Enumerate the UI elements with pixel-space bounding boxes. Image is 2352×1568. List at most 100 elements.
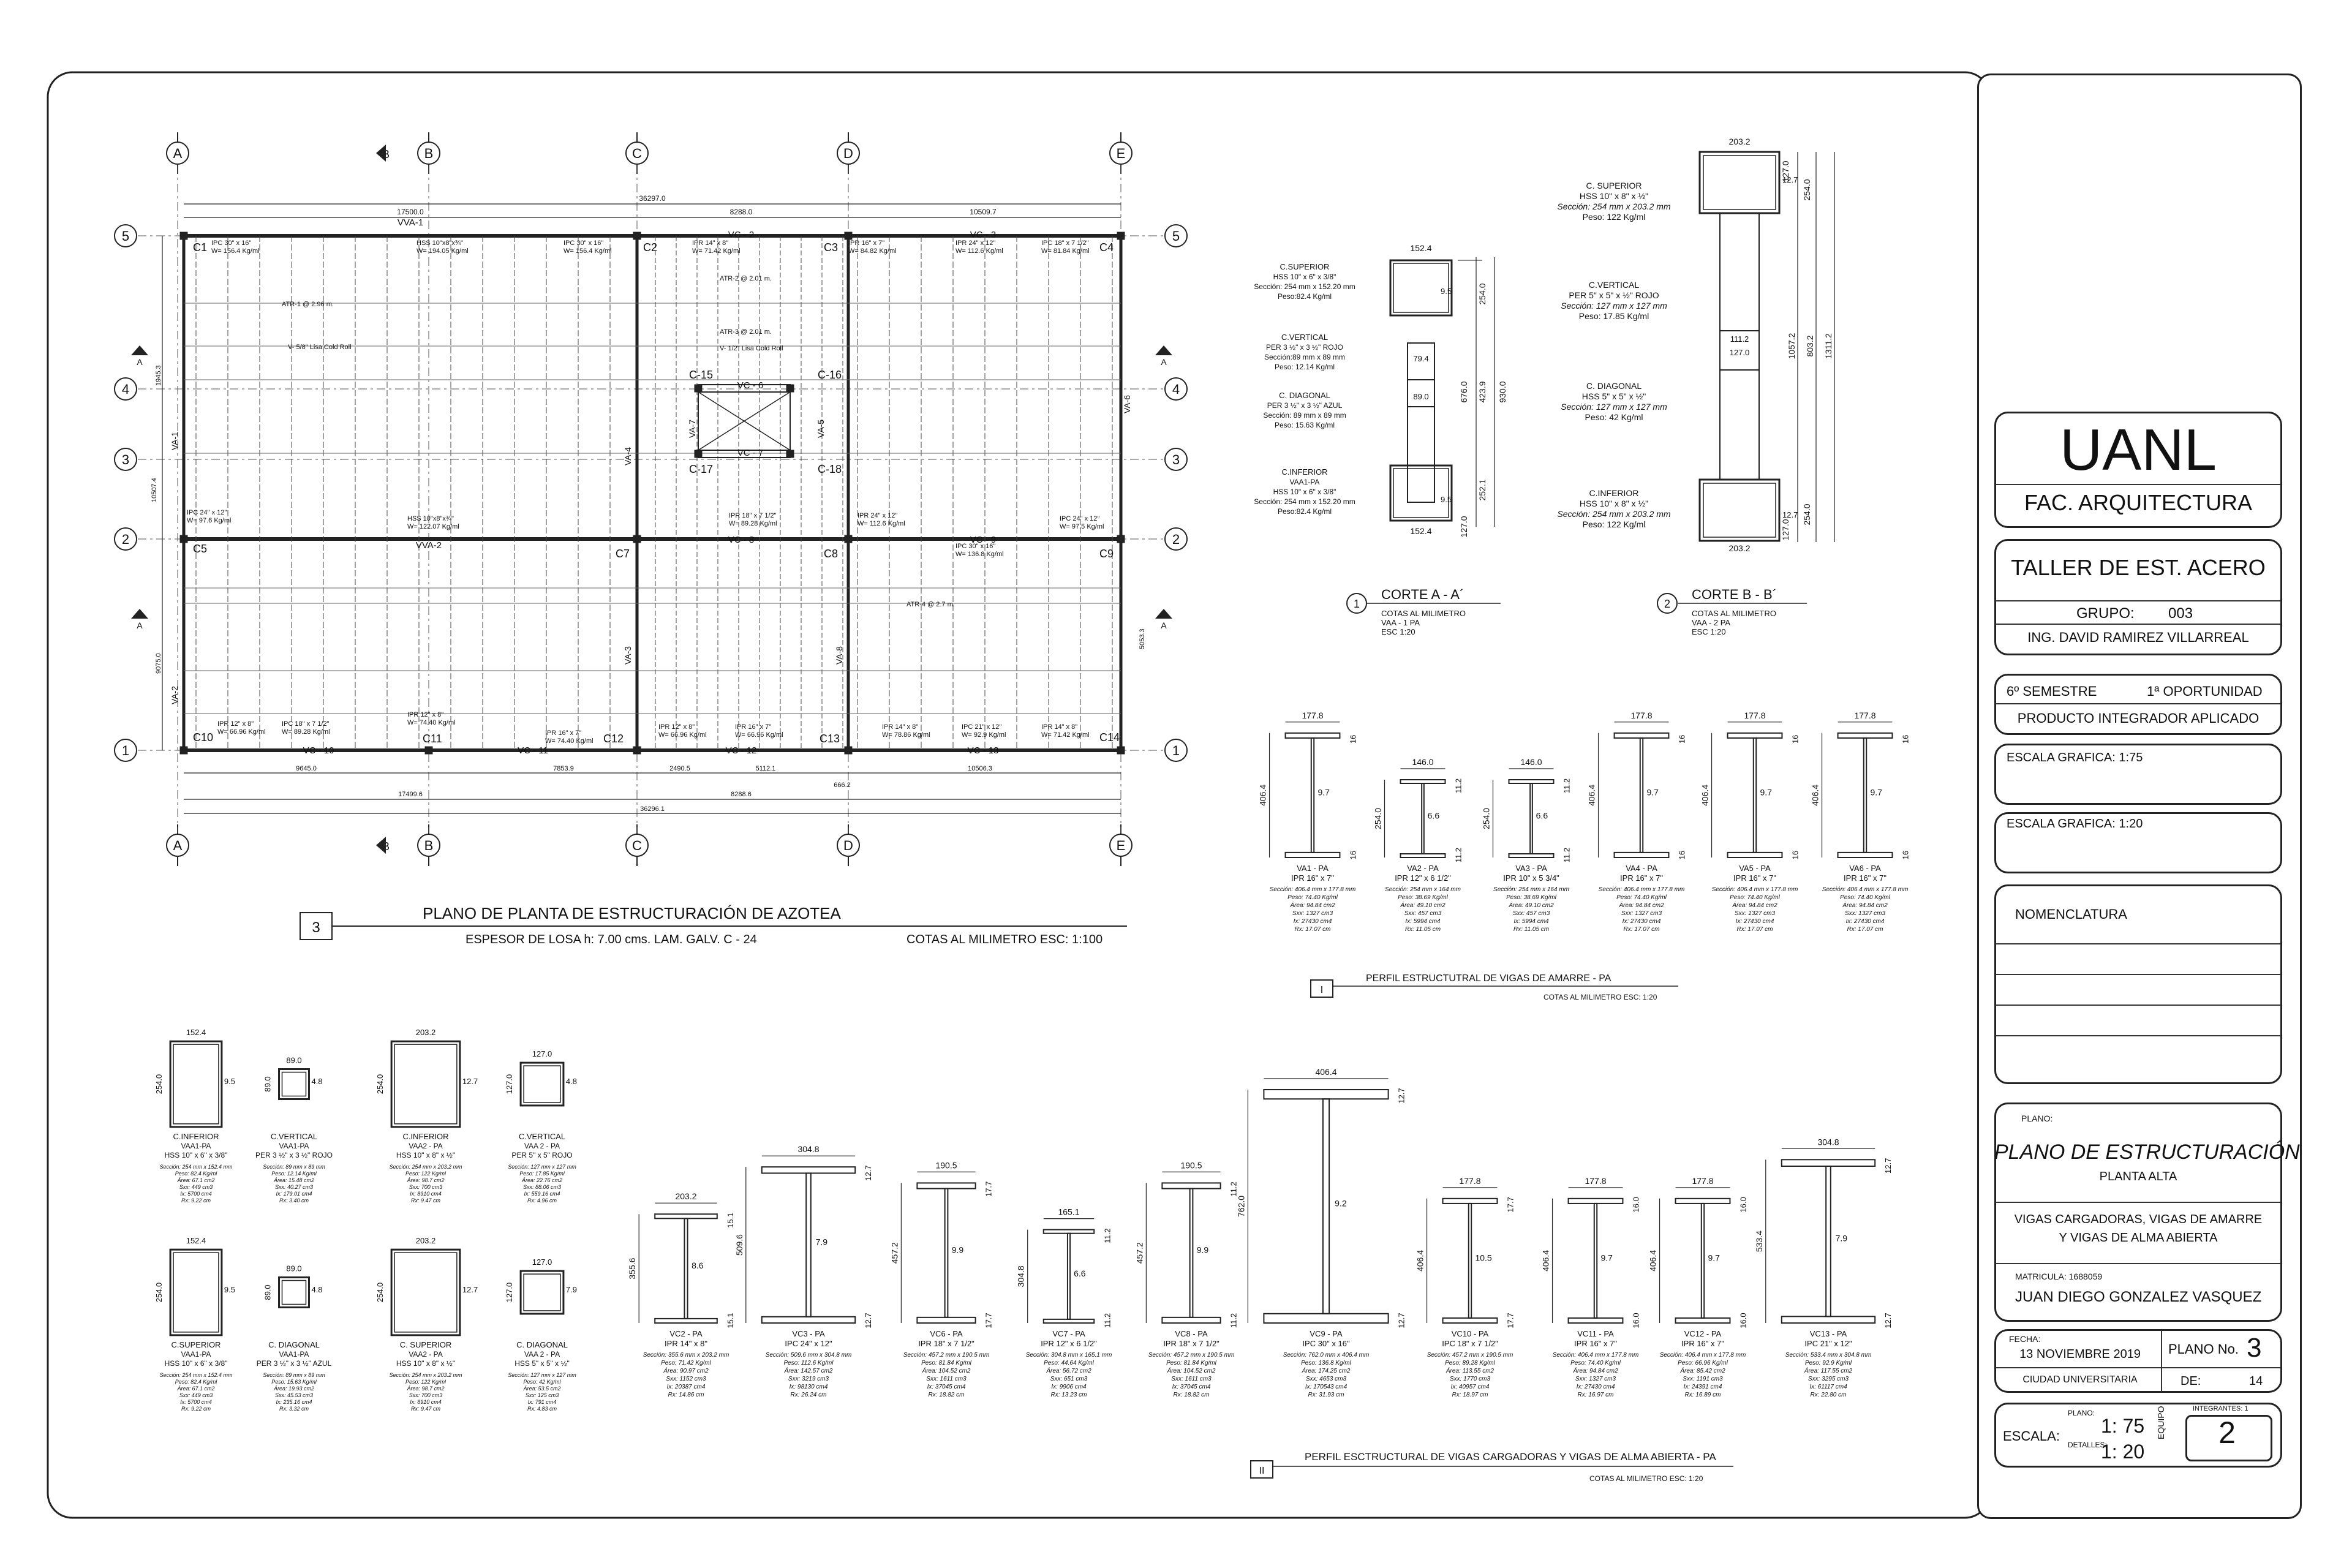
dim-text: 930.0 <box>1498 381 1507 402</box>
plano-title: PLANO DE ESTRUCTURACIÓN <box>1994 1140 2300 1164</box>
box-name: C.VERTICAL <box>519 1132 565 1141</box>
profile-prop: Ix: 27430 cm4 <box>1577 1384 1615 1390</box>
axis-letter: A <box>173 146 183 161</box>
dim-web: 9.7 <box>1600 1253 1613 1262</box>
teacher-name: ING. DAVID RAMIREZ VILLARREAL <box>2027 630 2249 645</box>
box-spec: VAA 2 - PA <box>524 1350 560 1359</box>
dim-text: 203.2 <box>1728 137 1750 146</box>
divider <box>1996 484 2281 485</box>
member-spec: HSS 10" x 8" x ½" <box>1580 499 1648 508</box>
beam-weight: W= 66.96 Kg/ml <box>658 731 707 739</box>
profile-prop: Sxx: 1152 cm3 <box>666 1376 706 1382</box>
box-prop: Sección: 254 mm x 152.4 mm <box>159 1164 233 1170</box>
box-prop: Rx: 9.22 cm <box>181 1197 211 1204</box>
dim-flange: 11.2 <box>1454 778 1463 793</box>
tube-inner <box>281 1280 307 1305</box>
dim-width: 177.8 <box>1854 710 1875 720</box>
beam-weight: W= 74.40 Kg/ml <box>545 737 594 745</box>
divider <box>1996 1202 2281 1203</box>
section-title: CORTE A - A´ <box>1381 587 1464 602</box>
tube-outer <box>278 1276 310 1308</box>
member-name: C.INFERIOR <box>1281 467 1327 477</box>
profile-name: VC11 - PA <box>1577 1329 1614 1338</box>
beam-name: VC - 6 <box>737 380 764 391</box>
web <box>1189 1188 1194 1318</box>
axis-bubble-B: B <box>417 824 440 866</box>
dim-web: 6.6 <box>1428 811 1440 821</box>
beam-weight: W= 194.05 Kg/ml <box>417 247 469 255</box>
profile-prop: Sxx: 1611 cm3 <box>926 1376 967 1382</box>
dim-text: 17499.6 <box>398 791 423 798</box>
beam-name: VC - 3 <box>970 230 997 240</box>
bottom-flange <box>916 1316 976 1324</box>
vertical-section <box>1407 379 1435 407</box>
section-mark: A <box>1161 620 1167 630</box>
fecha-label: FECHA: <box>2009 1334 2041 1344</box>
column <box>179 746 188 755</box>
seal-text-path: FACULTAD DE ARQUITECTURA <box>0 0 2206 173</box>
profile-spec: IPR 16" x 7" <box>1291 873 1334 883</box>
web <box>1593 1202 1598 1319</box>
box-name: C.SUPERIOR <box>172 1340 221 1349</box>
seal-text-path: UNIVERSIDAD AUTÓNOMA DE NUEVO LEÓN <box>0 0 2207 349</box>
section-title: CORTE B - B´ <box>1692 587 1777 602</box>
box-prop: Ix: 179.01 cm4 <box>276 1191 312 1197</box>
beam-weight: W= 156.4 Kg/ml <box>564 247 612 255</box>
profile-prop: Rx: 26.24 cm <box>791 1392 827 1398</box>
dim-text: 203.2 <box>1728 543 1750 553</box>
dim-text: 10509.7 <box>970 208 997 216</box>
dim-flange: 16 <box>1901 851 1910 859</box>
beam-weight: W= 112.6 Kg/ml <box>858 520 905 527</box>
beam-name: VA-5 <box>816 420 826 438</box>
profile-prop: Sxx: 1191 cm3 <box>1683 1376 1723 1382</box>
profile-prop: Sxx: 457 cm3 <box>1513 910 1550 917</box>
axis-bubble-3: 3 <box>1164 448 1188 471</box>
description-2: Y VIGAS DE ALMA ABIERTA <box>2059 1231 2218 1245</box>
section-arrow <box>376 145 386 162</box>
column <box>786 384 794 393</box>
axis-letter: D <box>843 146 853 161</box>
section-number: 1 <box>1354 598 1360 610</box>
student-name: JUAN DIEGO GONZALEZ VASQUEZ <box>2015 1289 2262 1305</box>
box-prop: Peso: 12.14 Kg/ml <box>271 1170 317 1177</box>
dim-flange: 16.0 <box>1738 1197 1747 1212</box>
profile-prop: Rx: 31.93 cm <box>1308 1392 1344 1398</box>
tie-rod-label: ATR-4 @ 2.7 m. <box>907 601 955 608</box>
beam-name: VA-1 <box>170 432 179 450</box>
bottom-flange <box>1042 1318 1095 1324</box>
profile-prop: Área: 94.84 cm2 <box>1572 1366 1618 1374</box>
profile-prop: Área: 85.42 cm2 <box>1679 1366 1725 1374</box>
box-spec: PER 5" x 5" ROJO <box>511 1151 572 1159</box>
profile-prop: Peso: 74.40 Kg/ml <box>1840 894 1890 901</box>
column <box>179 232 188 240</box>
dim-text: 152.4 <box>1410 526 1431 536</box>
dim-text: 127.0 <box>1781 519 1790 540</box>
beam-section: HSS 10"x8"x¾" <box>407 515 454 522</box>
profile-prop: Rx: 22.80 cm <box>1811 1392 1847 1398</box>
profile-prop: Área: 49.10 cm2 <box>1400 901 1446 909</box>
axis-circle <box>1164 377 1188 401</box>
profile-prop: Rx: 11.05 cm <box>1405 926 1441 933</box>
column-label: C-15 <box>689 369 713 381</box>
axis-letter: C <box>632 146 642 161</box>
beam-section: IPR 24" x 12" <box>858 512 897 519</box>
profile-prop: Peso: 38.69 Kg/ml <box>1506 894 1556 901</box>
dim-text: 8288.6 <box>731 791 752 798</box>
dim-flange: 12.7 <box>1883 1313 1893 1328</box>
profile-prop: Sxx: 4653 cm3 <box>1306 1376 1347 1382</box>
axis-letter: B <box>424 146 434 161</box>
member-name: C.VERTICAL <box>1589 280 1639 290</box>
scale-plano: 1: 75 <box>2101 1415 2145 1437</box>
member-spec: PER 3 ½" x 3 ½" ROJO <box>1266 343 1343 352</box>
dim-flange: 11.2 <box>1102 1228 1112 1243</box>
profile-prop: Sxx: 3219 cm3 <box>788 1376 829 1382</box>
member-spec: Peso: 122 Kg/ml <box>1583 519 1646 529</box>
profile-spec: IPC 18" x 7 1/2" <box>1442 1339 1498 1348</box>
scale-box-2 <box>1994 812 2282 873</box>
axis-number: 5 <box>1172 228 1180 244</box>
scale-label-1: ESCALA GRAFICA: 1:75 <box>2007 751 2143 764</box>
